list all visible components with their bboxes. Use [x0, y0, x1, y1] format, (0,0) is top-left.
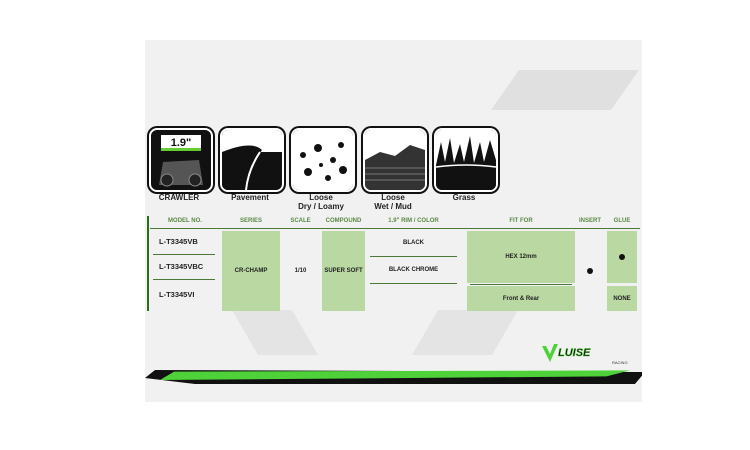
compound-cell: SUPER SOFT: [322, 231, 365, 311]
terrain-label-loose-dry: Loose Dry / Loamy: [298, 193, 344, 211]
terrain-label-pavement: Pavement: [231, 193, 269, 202]
loose-dry-icon: [291, 128, 355, 192]
series-cell: CR-CHAMP: [222, 231, 280, 311]
brand-logo: LUISE RACING: [540, 340, 630, 366]
glue-dot-icon: [619, 254, 625, 260]
insert-dot-icon: [587, 268, 593, 274]
table-accent-bar: [147, 216, 149, 311]
header-rim: 1.9" RIM / COLOR: [388, 218, 439, 224]
glue-cell-none: NONE: [607, 286, 637, 311]
svg-text:LUISE: LUISE: [558, 347, 591, 359]
divider: [153, 279, 215, 280]
svg-text:1.9": 1.9": [171, 137, 192, 149]
divider: [370, 283, 457, 284]
svg-text:RACING: RACING: [612, 360, 628, 365]
fit-cell-hex: HEX 12mm: [467, 231, 575, 283]
header-compound: COMPOUND: [325, 218, 362, 224]
terrain-label-grass: Grass: [452, 193, 476, 202]
rim-cell-2: BLACK CHROME: [388, 267, 439, 273]
model-row-3: L-T3345VI: [159, 290, 195, 299]
terrain-label-crawler: CRAWLER: [158, 193, 200, 202]
header-series: SERIES: [239, 218, 262, 224]
header-insert: INSERT: [578, 218, 601, 224]
fit-cell-position: Front & Rear: [467, 286, 575, 311]
model-row-2: L-T3345VBC: [159, 262, 204, 271]
header-glue: GLUE: [613, 218, 631, 224]
loose-wet-icon: [363, 128, 427, 192]
product-sheet: 1.9" CRAWLER Pavement Loose Dry / Loamy …: [145, 40, 642, 402]
header-model: MODEL NO.: [168, 218, 202, 224]
crawler-icon: 1.9": [149, 128, 213, 192]
rim-cell-1: BLACK: [403, 240, 424, 246]
green-stripe: [160, 370, 630, 380]
divider: [370, 256, 457, 257]
divider: [470, 284, 572, 285]
pavement-icon: [220, 128, 284, 192]
insert-cell: [577, 231, 603, 311]
terrain-label-loose-wet: Loose Wet / Mud: [374, 193, 412, 211]
header-divider: [150, 228, 640, 229]
glue-cell-dot: [607, 231, 637, 283]
scale-cell: 1/10: [294, 268, 307, 274]
model-row-1: L-T3345VB: [159, 237, 198, 246]
grass-icon: [434, 128, 498, 192]
divider: [153, 254, 215, 255]
header-fit: FIT FOR: [509, 218, 533, 224]
header-scale: SCALE: [290, 218, 311, 224]
